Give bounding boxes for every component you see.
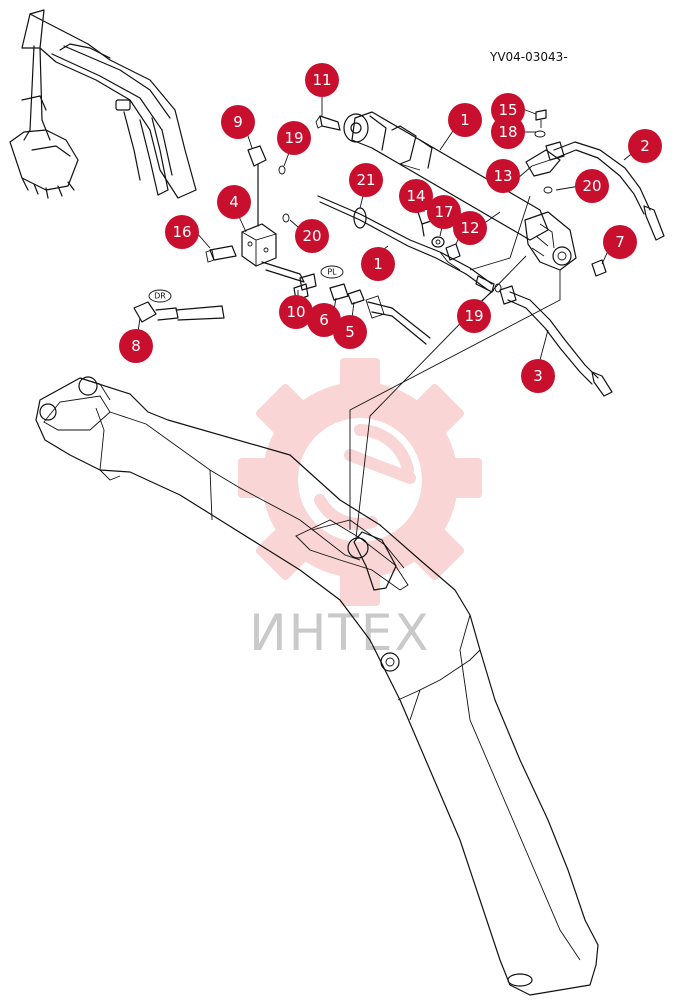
svg-text:8: 8 xyxy=(131,337,141,355)
callout-13[interactable]: 13 xyxy=(486,159,520,193)
callout-20-right[interactable]: 20 xyxy=(575,169,609,203)
svg-text:14: 14 xyxy=(406,187,425,205)
svg-text:3: 3 xyxy=(533,367,543,385)
boom-drawing xyxy=(35,376,599,996)
callout-9[interactable]: 9 xyxy=(221,105,255,139)
svg-text:15: 15 xyxy=(498,101,517,119)
svg-text:12: 12 xyxy=(460,219,479,237)
callout-1-pipe[interactable]: 1 xyxy=(361,247,395,281)
svg-text:20: 20 xyxy=(582,177,601,195)
callout-16[interactable]: 16 xyxy=(165,215,199,249)
svg-text:21: 21 xyxy=(356,171,375,189)
excavator-thumbnail xyxy=(9,9,197,199)
svg-text:7: 7 xyxy=(615,233,625,251)
svg-text:5: 5 xyxy=(345,323,355,341)
boom-cylinder-drawing xyxy=(315,111,577,271)
svg-text:2: 2 xyxy=(640,137,650,155)
svg-text:6: 6 xyxy=(319,311,329,329)
valve-block-drawing xyxy=(133,145,431,345)
svg-text:DR: DR xyxy=(154,292,166,301)
watermark-text: ИНТЕХ xyxy=(249,604,430,662)
callout-10[interactable]: 10 xyxy=(279,295,313,329)
svg-text:18: 18 xyxy=(498,123,517,141)
callout-18[interactable]: 18 xyxy=(491,115,525,149)
callout-2[interactable]: 2 xyxy=(628,129,662,163)
svg-text:9: 9 xyxy=(233,113,243,131)
tag-pl: PL xyxy=(320,265,344,279)
callout-4[interactable]: 4 xyxy=(217,185,251,219)
callout-21[interactable]: 21 xyxy=(349,163,383,197)
diagram-code: YV04-03043- xyxy=(490,50,568,64)
watermark-gear-icon xyxy=(238,358,482,606)
svg-text:16: 16 xyxy=(172,223,191,241)
callout-14[interactable]: 14 xyxy=(399,179,433,213)
svg-text:1: 1 xyxy=(373,255,383,273)
callout-5[interactable]: 5 xyxy=(333,315,367,349)
svg-text:17: 17 xyxy=(434,203,453,221)
svg-text:4: 4 xyxy=(229,193,239,211)
svg-text:13: 13 xyxy=(493,167,512,185)
callout-19-lower[interactable]: 19 xyxy=(457,299,491,333)
callout-12[interactable]: 12 xyxy=(453,211,487,245)
hose-3-drawing xyxy=(499,285,613,397)
callout-20[interactable]: 20 xyxy=(295,219,329,253)
svg-text:11: 11 xyxy=(312,71,331,89)
callout-1[interactable]: 1 xyxy=(448,103,482,137)
hose-2-drawing xyxy=(545,141,665,241)
svg-text:19: 19 xyxy=(284,129,303,147)
svg-text:20: 20 xyxy=(302,227,321,245)
callout-11[interactable]: 11 xyxy=(305,63,339,97)
svg-text:1: 1 xyxy=(460,111,470,129)
callout-17[interactable]: 17 xyxy=(427,195,461,229)
callout-3[interactable]: 3 xyxy=(521,359,555,393)
svg-text:19: 19 xyxy=(464,307,483,325)
svg-text:10: 10 xyxy=(286,303,305,321)
svg-text:PL: PL xyxy=(327,268,337,277)
callout-8[interactable]: 8 xyxy=(119,329,153,363)
callout-7[interactable]: 7 xyxy=(603,225,637,259)
callout-19[interactable]: 19 xyxy=(277,121,311,155)
callout-6[interactable]: 6 xyxy=(307,303,341,337)
tag-dr: DR xyxy=(148,289,172,303)
